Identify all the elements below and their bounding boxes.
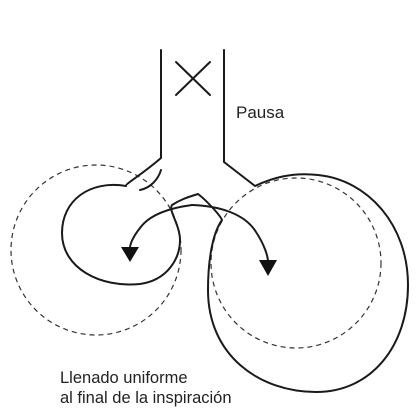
left-flow-arrow-line	[129, 204, 193, 249]
left-bronchus-tip	[139, 169, 162, 191]
right-flow-arrow-line	[191, 204, 269, 263]
left-lung-dashed-outline	[10, 164, 182, 336]
caption-line-2: al final de la inspiración	[60, 389, 232, 407]
x-mark-icon	[175, 61, 211, 96]
airway-and-lungs-outline	[61, 49, 409, 393]
left-flow-arrowhead	[121, 247, 139, 262]
pause-label: Pausa	[236, 103, 285, 122]
right-lung-dashed-outline	[210, 177, 382, 349]
right-flow-arrowhead	[259, 260, 277, 276]
caption-line-1: Llenado uniforme	[60, 369, 188, 387]
